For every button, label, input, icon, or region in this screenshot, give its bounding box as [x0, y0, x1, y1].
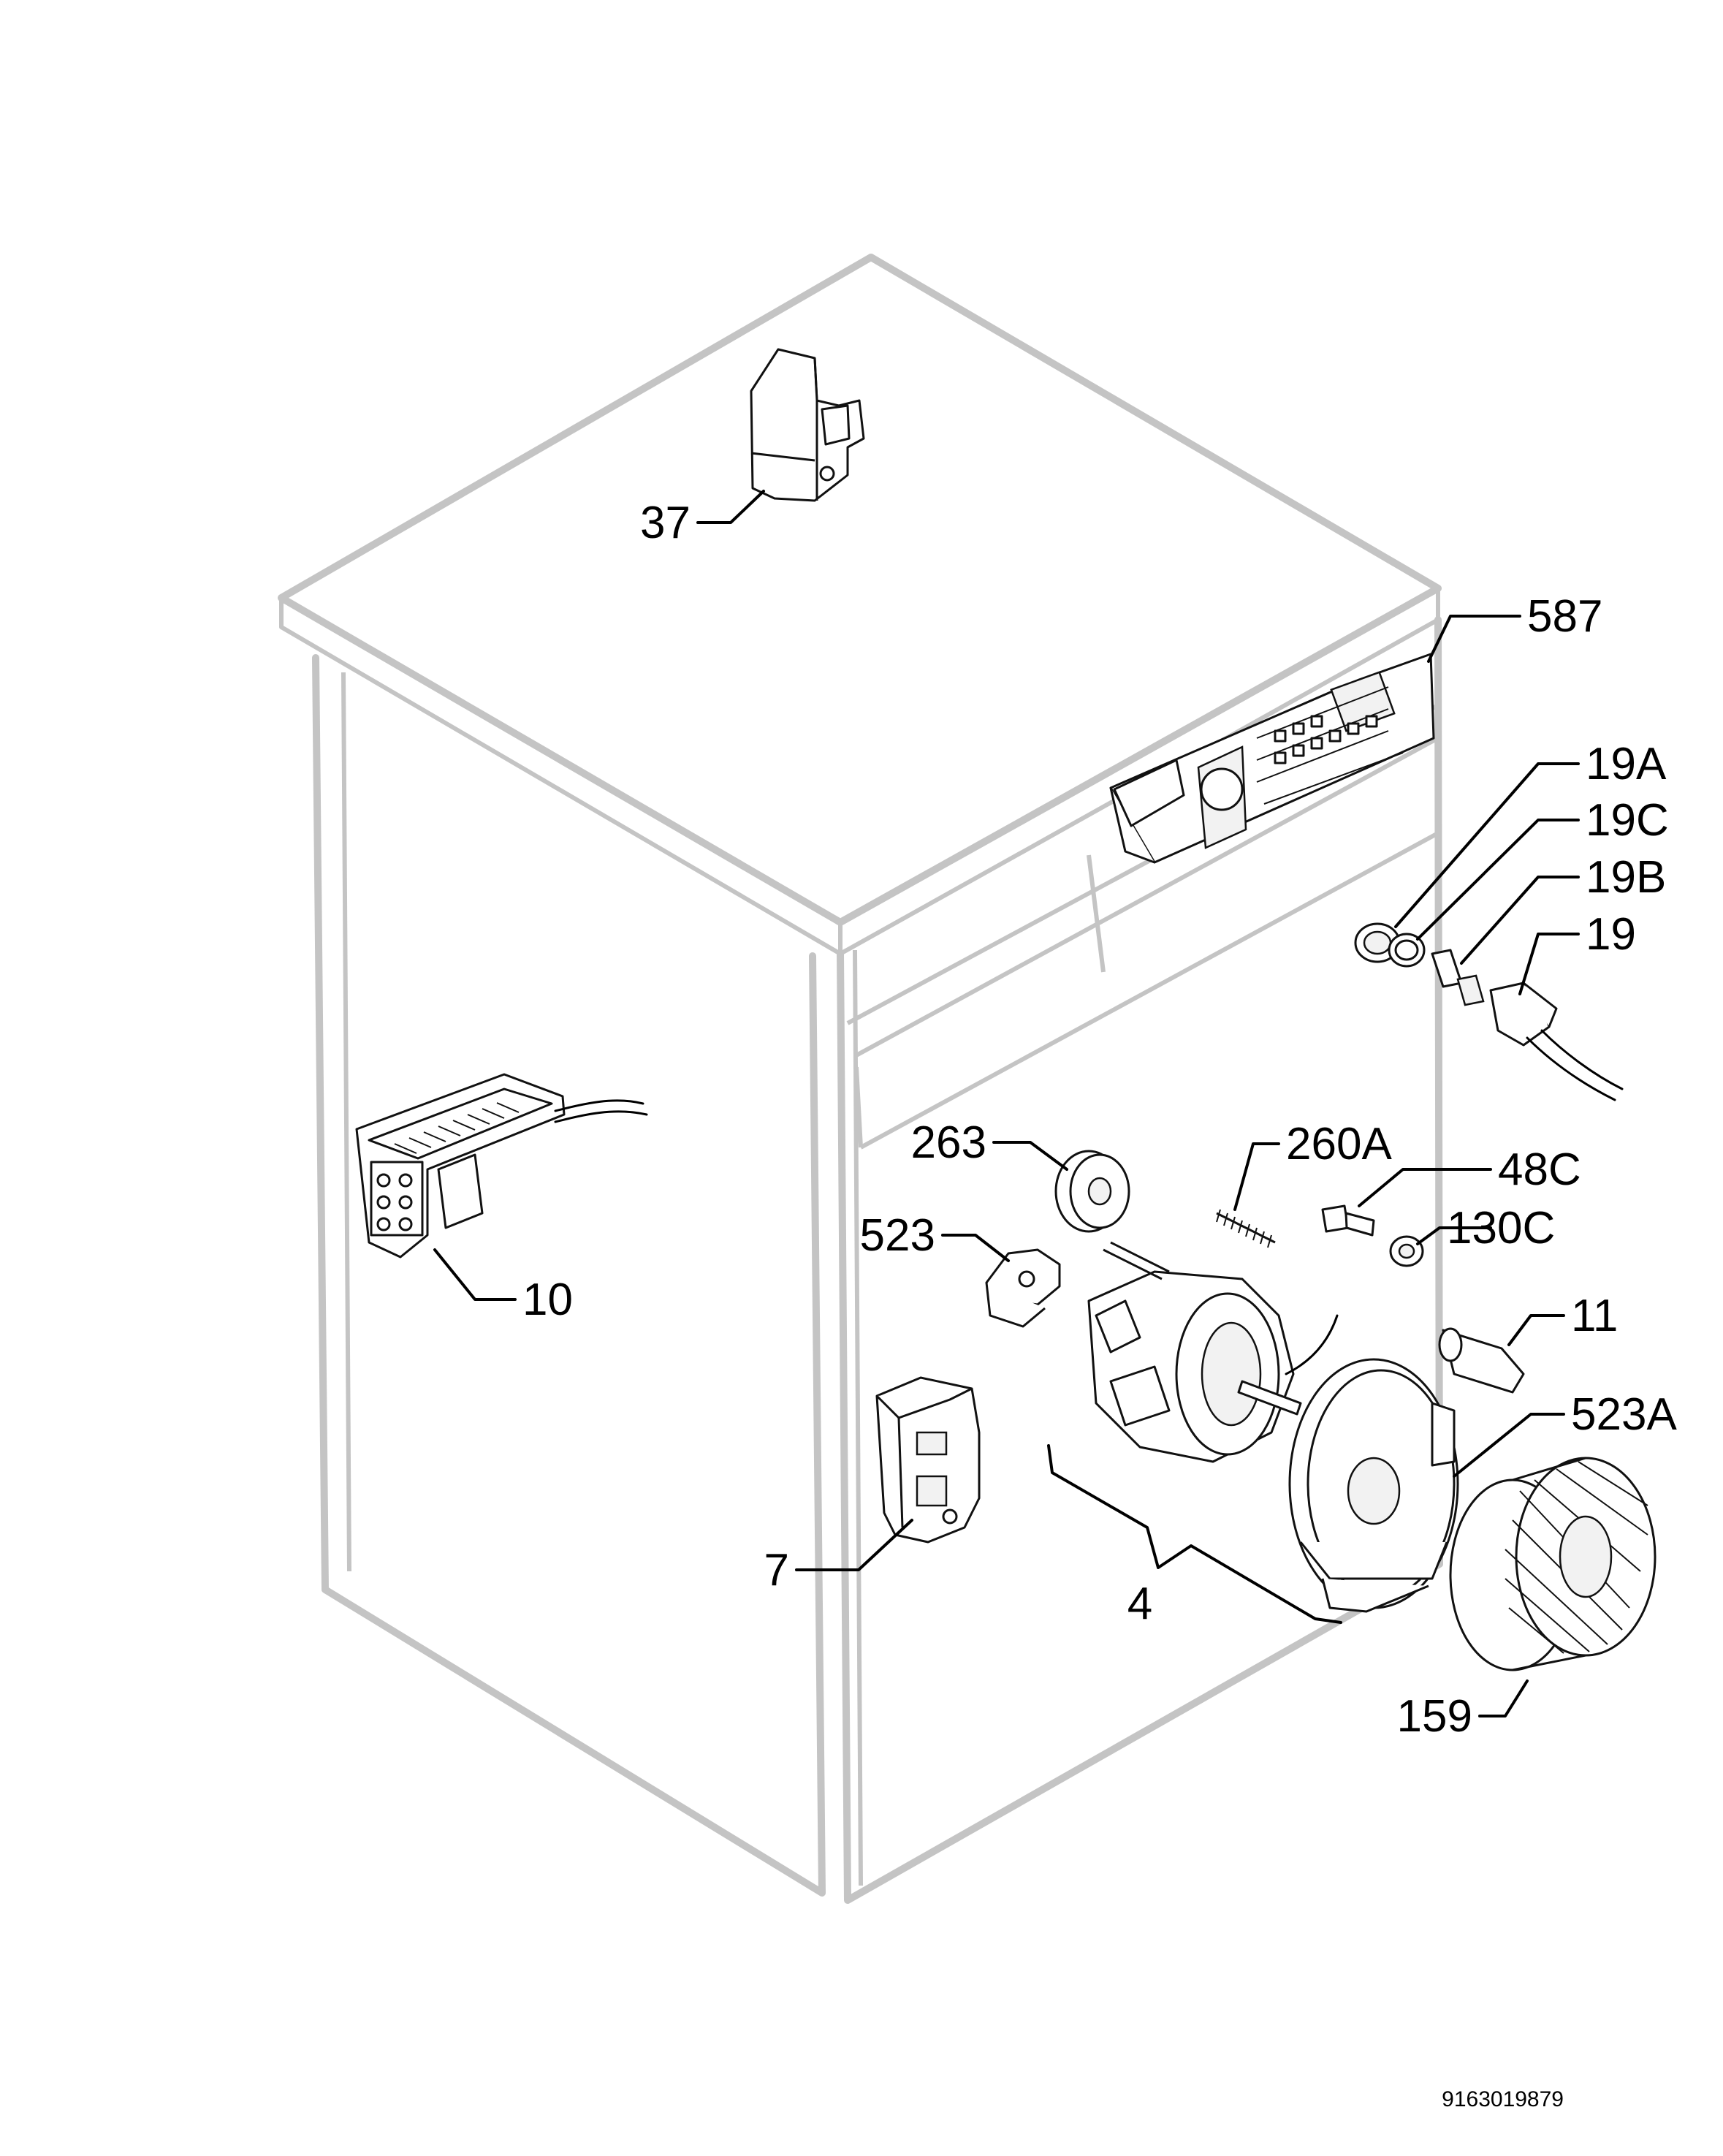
leader-37 — [696, 490, 765, 524]
part-130C-nut — [1389, 1235, 1424, 1267]
part-4-motor — [1087, 1241, 1339, 1463]
leader-587 — [1427, 615, 1521, 663]
leader-48C — [1358, 1168, 1492, 1207]
label-19B: 19B — [1586, 852, 1666, 903]
leader-130C — [1416, 1226, 1492, 1245]
part-19C-ring — [1388, 933, 1426, 968]
part-19B-lamp — [1431, 949, 1485, 1006]
label-10: 10 — [522, 1275, 573, 1325]
part-263-pulley — [1054, 1150, 1130, 1233]
part-7-door-lock — [875, 1376, 981, 1544]
leader-523A — [1453, 1413, 1565, 1478]
part-523A-plate — [1288, 1358, 1459, 1613]
label-523A: 523A — [1571, 1389, 1677, 1440]
part-587-control-board — [1109, 653, 1435, 864]
leader-19C — [1416, 819, 1580, 941]
reference-number: 9163019879 — [1442, 2087, 1564, 2111]
leader-19A — [1394, 762, 1580, 928]
leader-19 — [1518, 933, 1580, 995]
part-260A-spring — [1216, 1209, 1276, 1248]
label-7: 7 — [764, 1545, 789, 1595]
part-37-switch — [750, 348, 865, 502]
label-260A: 260A — [1286, 1119, 1392, 1169]
part-11-capacitor — [1438, 1327, 1525, 1394]
leader-19B — [1460, 876, 1580, 965]
part-19-lampholder — [1489, 982, 1624, 1101]
leader-523 — [941, 1234, 1010, 1262]
label-263: 263 — [911, 1117, 986, 1168]
leader-lines — [433, 490, 1580, 1717]
leader-4-bracket — [1047, 1444, 1342, 1624]
label-587: 587 — [1527, 591, 1602, 642]
label-37: 37 — [640, 498, 691, 548]
label-130C: 130C — [1447, 1203, 1555, 1253]
part-10-heater-block — [355, 1073, 648, 1259]
part-159-fan-wheel — [1449, 1457, 1657, 1671]
leader-159 — [1478, 1679, 1529, 1717]
label-19A: 19A — [1586, 739, 1667, 789]
label-48C: 48C — [1498, 1145, 1581, 1195]
part-523-bracket — [985, 1248, 1061, 1328]
part-48C-screw — [1321, 1204, 1375, 1237]
label-159: 159 — [1397, 1691, 1472, 1742]
label-11: 11 — [1571, 1291, 1618, 1341]
board-components — [1274, 715, 1378, 764]
callout-labels: 37 587 19A 19C 19B 19 263 260A 48C 130C … — [522, 498, 1677, 2111]
label-4: 4 — [1127, 1579, 1152, 1629]
label-19C: 19C — [1586, 795, 1669, 846]
leader-260A — [1233, 1142, 1280, 1211]
leader-7 — [795, 1519, 913, 1571]
label-19: 19 — [1586, 909, 1636, 960]
cabinet-outline — [278, 254, 1443, 1904]
leader-263 — [992, 1141, 1068, 1171]
leader-11 — [1507, 1314, 1565, 1346]
label-523: 523 — [860, 1210, 935, 1261]
leader-10 — [433, 1248, 517, 1301]
